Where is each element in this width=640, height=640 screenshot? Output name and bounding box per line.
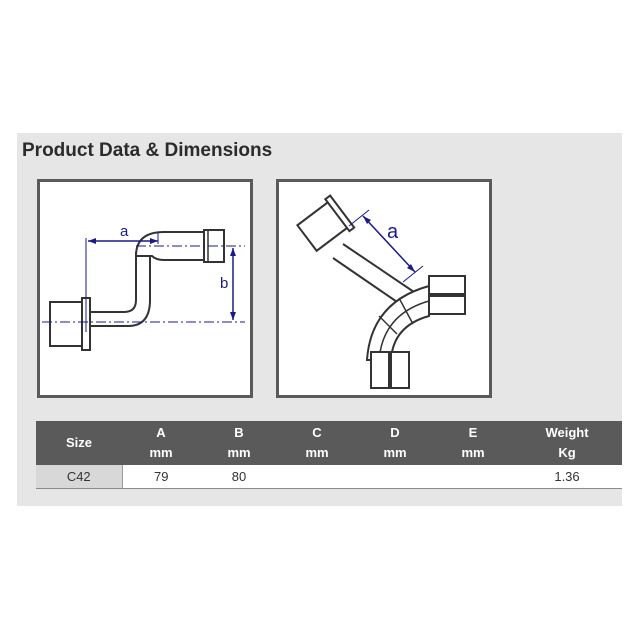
angled-pipe-edge-1 <box>342 243 418 295</box>
diagram-angled-view: a <box>276 179 492 398</box>
fitting-side-view-drawing: a b <box>42 223 245 351</box>
column-header-a: A mm <box>122 421 200 465</box>
column-header-d: D mm <box>356 421 434 465</box>
section-title: Product Data & Dimensions <box>22 140 273 161</box>
table-header-row: Size A mm B mm C mm D mm <box>36 421 622 465</box>
dimension-b-label: b <box>220 275 228 292</box>
dimension-a-line <box>362 215 416 273</box>
pipe-body <box>87 252 151 327</box>
diagram-side-view: a b <box>37 179 253 398</box>
angled-pipe-edge-2 <box>332 257 404 307</box>
column-header-size: Size <box>36 421 122 465</box>
cell-a: 79 <box>122 465 200 489</box>
column-header-weight: Weight Kg <box>512 421 622 465</box>
dimension-a-label: a <box>387 221 399 243</box>
cell-weight: 1.36 <box>512 465 622 489</box>
table-row: C42 79 80 1.36 <box>36 465 622 489</box>
fitting-angled-view-drawing: a <box>295 194 466 389</box>
cell-b: 80 <box>200 465 278 489</box>
column-header-e: E mm <box>434 421 512 465</box>
cell-d <box>356 465 434 489</box>
product-data-panel: Product Data & Dimensions a <box>17 133 622 506</box>
cell-size: C42 <box>36 465 123 489</box>
dimensions-table: Size A mm B mm C mm D mm <box>36 421 622 489</box>
column-header-c: C mm <box>278 421 356 465</box>
dimension-a-label: a <box>120 223 129 240</box>
cell-c <box>278 465 356 489</box>
column-header-b: B mm <box>200 421 278 465</box>
curved-elbow <box>365 284 430 361</box>
bottom-socket-right <box>390 351 410 389</box>
right-socket-bottom <box>428 295 466 315</box>
right-socket-top <box>428 275 466 295</box>
bottom-socket <box>49 301 83 347</box>
bottom-socket-left <box>370 351 390 389</box>
cell-e <box>434 465 512 489</box>
